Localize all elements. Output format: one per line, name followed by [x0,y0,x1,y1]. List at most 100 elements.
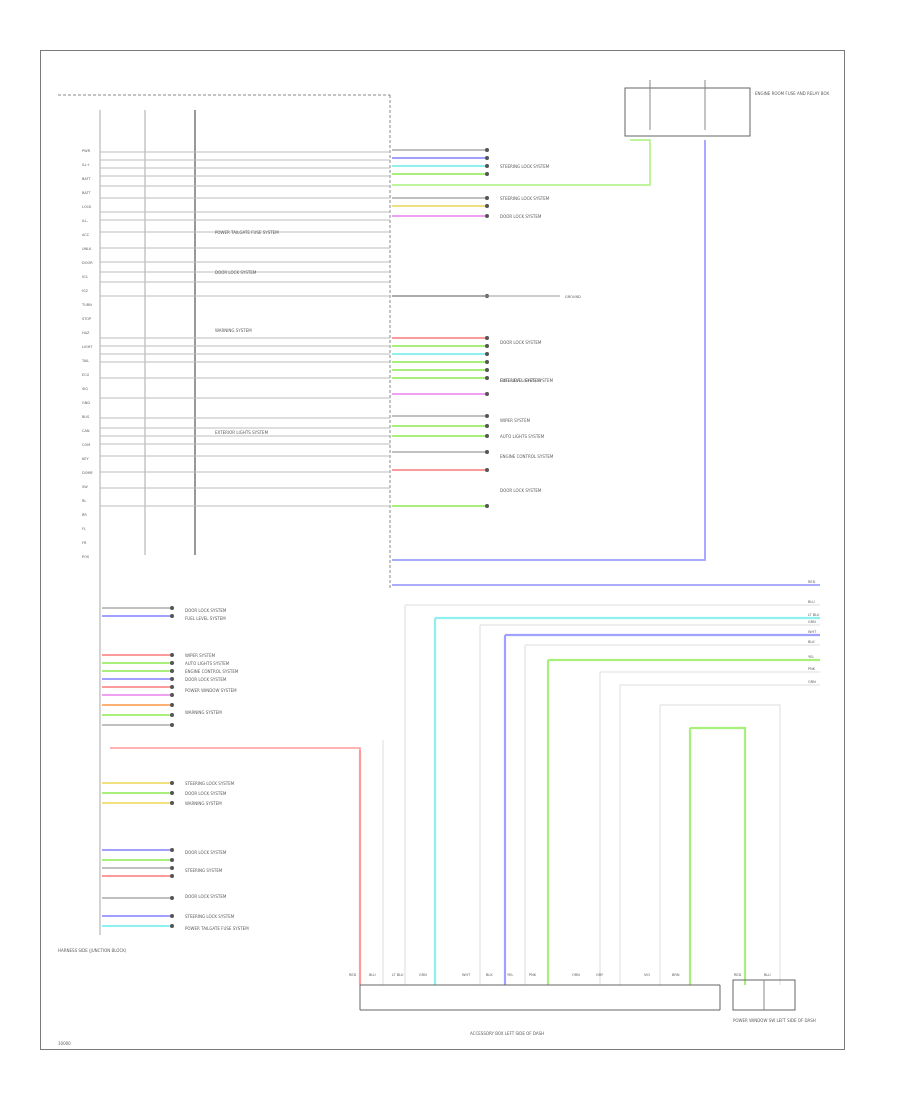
output-terminal [485,196,489,200]
pin-label: SIG [82,387,88,391]
system-label: EXTERIOR LIGHTS SYSTEM [500,378,554,383]
output-terminal [485,450,489,454]
wire-color-label: LT BLU [392,973,404,977]
fuse-blue-wire [392,140,706,561]
system-label: POWER TAILGATE FUSE SYSTEM [215,230,279,235]
pin-label: ACC [82,233,90,237]
diagram-frame [40,50,845,1050]
power-window-label: POWER WINDOW SW LEFT SIDE OF DASH [733,1018,816,1023]
wire-color-label: BLU [808,600,815,604]
system-label: WARNING SYSTEM [215,328,252,333]
wire-color-label: YEL [808,655,814,659]
stub-terminal [170,723,174,727]
main-connector-label: HARNESS SIDE (JUNCTION BLOCK) [58,948,127,953]
wire-color-label: GRY [596,973,604,977]
red-feed-wire [110,747,361,750]
feeder-wire [660,704,781,985]
label-group: PWRILL+BATTBATTLOCKILL-ACCUNLKDOORIG1IG2… [81,149,820,977]
wire-color-label: WHT [808,630,817,634]
pin-label: SW [82,485,88,489]
wire-color-label: RED [349,973,357,977]
stub-terminal [170,858,174,862]
output-terminal [485,392,489,396]
stub-terminal [170,848,174,852]
feeder-wire [690,726,747,985]
wire-color-label: GRN [808,620,816,624]
pin-label: LIGHT [82,345,93,349]
system-label: DOOR LOCK SYSTEM [185,850,227,855]
stub-terminal [170,703,174,707]
stub-terminal [170,896,174,900]
junction-label: ACCESSORY BOX LEFT SIDE OF DASH [470,1031,544,1036]
output-terminal [485,214,489,218]
ground-label: GROUND [565,295,581,299]
stub-terminal [170,606,174,610]
output-terminal [485,414,489,418]
output-terminal [485,360,489,364]
wire-color-label: LT BLU [808,613,820,617]
stub-terminal [170,914,174,918]
stub-terminal [170,874,174,878]
output-terminal [485,172,489,176]
power-window-switch: POWER WINDOW SW LEFT SIDE OF DASH [732,979,816,1023]
system-label: FUEL LEVEL SYSTEM [185,616,226,621]
system-label: DOOR LOCK SYSTEM [185,791,227,796]
pin-label: FL [82,527,86,531]
wire-color-label: WHT [462,973,471,977]
wire-color-label: ORN [572,973,580,977]
system-label: POWER WINDOW SYSTEM [185,688,237,693]
system-label: WARNING SYSTEM [185,801,222,806]
wire-group [100,139,820,985]
wire-color-label: YEL [507,973,513,977]
wire-color-label: BLK [808,640,815,644]
output-terminal [485,368,489,372]
pin-label: FR [82,541,87,545]
pin-label: PWR [82,149,91,153]
stub-terminal [170,669,174,673]
stub-terminal [170,781,174,785]
pin-label: CAN [82,429,90,433]
pin-label: ECU [82,373,90,377]
system-label: DOOR LOCK SYSTEM [500,214,542,219]
system-label: WIPER SYSTEM [500,418,531,423]
footer-code: 10000 [58,1041,71,1046]
system-label: WIPER SYSTEM [185,653,216,658]
output-terminal [485,344,489,348]
system-label: EXTERIOR LIGHTS SYSTEM [215,430,269,435]
stub-terminal [170,614,174,618]
fuse-box-label: ENGINE ROOM FUSE AND RELAY BOX [755,91,829,96]
system-label: DOOR LOCK SYSTEM [185,677,227,682]
output-terminal [485,376,489,380]
output-terminal [485,164,489,168]
pin-label: ILL+ [82,163,90,167]
output-terminal [485,352,489,356]
system-label: STEERING LOCK SYSTEM [500,196,550,201]
output-terminal [485,434,489,438]
stub-terminal [170,866,174,870]
pin-label: BATT [82,191,92,195]
output-terminal [485,148,489,152]
stub-terminal [170,791,174,795]
pin-label: TURN [81,303,92,307]
wire-color-label: PNK [529,973,537,977]
pin-label: BATT [82,177,92,181]
pin-label: LOCK [82,205,92,209]
pin-label: BUS [82,415,90,419]
wire-color-label: RED [734,973,742,977]
pin-label: HAZ [82,331,90,335]
pin-label: IG2 [82,289,88,293]
main-connector [58,94,391,935]
system-label: STEERING LOCK SYSTEM [185,781,235,786]
stub-terminal [170,653,174,657]
output-terminal [485,336,489,340]
system-label: DOOR LOCK SYSTEM [500,340,542,345]
system-label: AUTO LIGHTS SYSTEM [185,661,230,666]
stub-terminal [170,924,174,928]
output-terminal [485,504,489,508]
system-label: DOOR LOCK SYSTEM [185,608,227,613]
wire-color-label: PNK [808,667,816,671]
wire-color-label: BLU [369,973,376,977]
stub-terminal [170,693,174,697]
wire-color-label: GRN [419,973,427,977]
